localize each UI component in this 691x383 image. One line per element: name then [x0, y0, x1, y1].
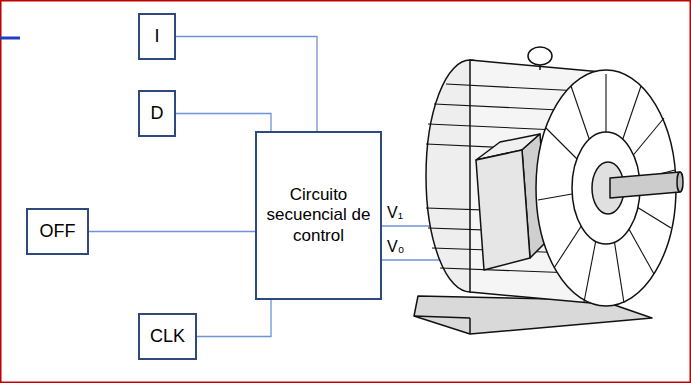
motor — [414, 47, 683, 334]
input-box: CLK — [138, 313, 197, 360]
input-box: OFF — [26, 208, 89, 255]
signal-line — [89, 231, 255, 232]
signal-line — [176, 114, 271, 132]
input-name: CLK — [150, 326, 185, 348]
corner-mark — [0, 37, 20, 40]
signal-line — [197, 300, 271, 337]
box-title: Circuito secuencial de control — [263, 185, 374, 246]
input-name: D — [151, 103, 164, 125]
input-name: OFF — [40, 221, 76, 243]
signal-label: V₁ — [386, 203, 404, 222]
signal-label: V₀ — [386, 237, 405, 256]
input-box: D — [138, 90, 176, 137]
process-box: Circuito secuencial de control — [255, 131, 382, 300]
input-box: I — [138, 13, 176, 60]
input-name: I — [154, 26, 159, 48]
signal-line — [176, 37, 317, 132]
